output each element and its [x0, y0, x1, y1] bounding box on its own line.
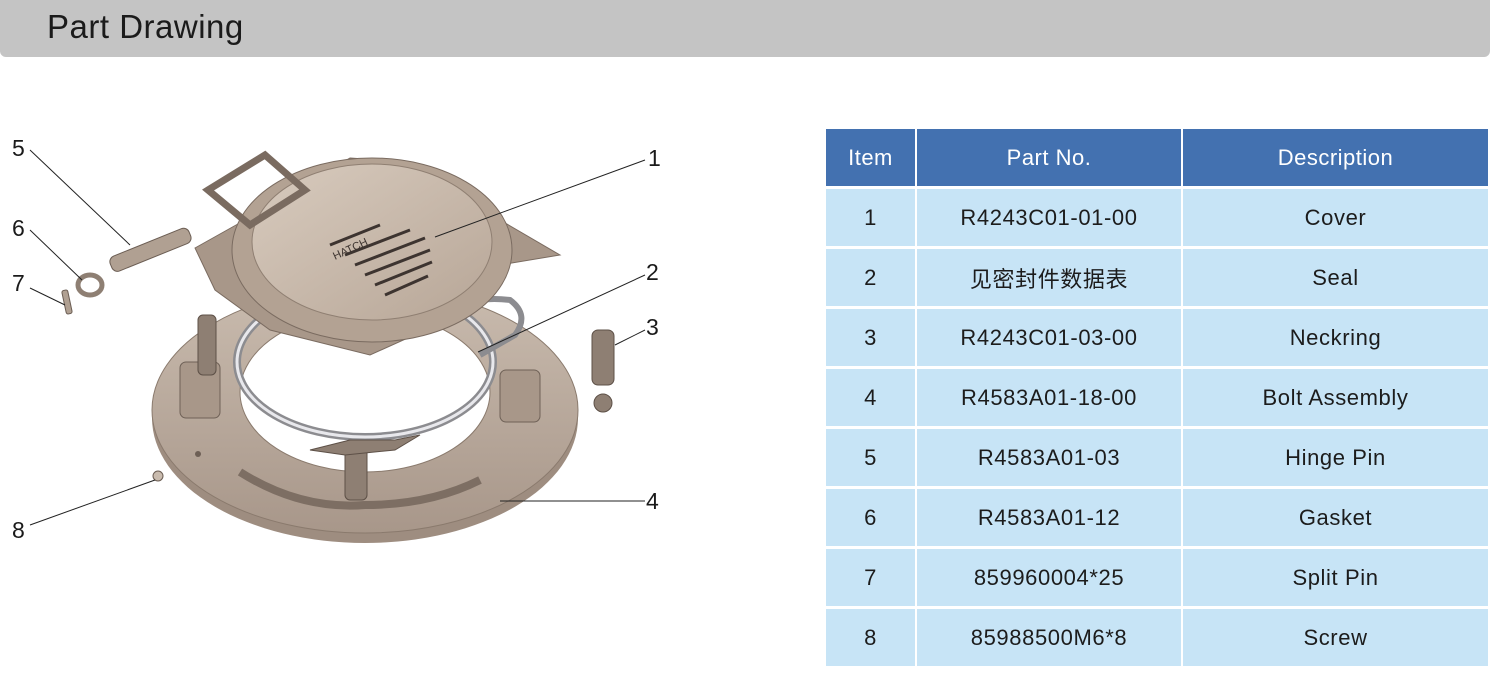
screw — [152, 470, 164, 482]
cell-item: 6 — [826, 489, 915, 546]
cell-part-no: 85988500M6*8 — [917, 609, 1181, 666]
table-row: 6 R4583A01-12 Gasket — [826, 489, 1488, 546]
cell-item: 7 — [826, 549, 915, 606]
header-part-no: Part No. — [917, 129, 1181, 186]
table-header-row: Item Part No. Description — [826, 129, 1488, 186]
callout-5: 5 — [12, 135, 25, 161]
section-title: Part Drawing — [47, 8, 244, 45]
callout-4: 4 — [646, 488, 659, 514]
neckring — [179, 361, 541, 510]
cover-grating — [329, 223, 433, 297]
callout-3: 3 — [646, 314, 659, 340]
gasket — [75, 272, 105, 298]
table-row: 3 R4243C01-03-00 Neckring — [826, 309, 1488, 366]
header-description: Description — [1183, 129, 1488, 186]
cell-item: 1 — [826, 189, 915, 246]
callout-8: 8 — [12, 517, 25, 543]
cell-part-no: R4243C01-01-00 — [917, 189, 1181, 246]
cell-description: Gasket — [1183, 489, 1488, 546]
leader-lines — [29, 149, 646, 526]
cell-part-no: R4583A01-03 — [917, 429, 1181, 486]
cell-item: 4 — [826, 369, 915, 426]
cell-part-no: 见密封件数据表 — [917, 249, 1181, 306]
table-row: 2 见密封件数据表 Seal — [826, 249, 1488, 306]
cell-description: Hinge Pin — [1183, 429, 1488, 486]
callout-7: 7 — [12, 270, 25, 296]
table-row: 4 R4583A01-18-00 Bolt Assembly — [826, 369, 1488, 426]
cell-description: Bolt Assembly — [1183, 369, 1488, 426]
cell-item: 2 — [826, 249, 915, 306]
header-item: Item — [826, 129, 915, 186]
part-drawing: HATCH 1 2 3 4 5 6 7 8 — [12, 135, 661, 543]
cell-description: Seal — [1183, 249, 1488, 306]
cell-part-no: R4583A01-12 — [917, 489, 1181, 546]
cover: HATCH — [194, 150, 562, 356]
cell-part-no: R4243C01-03-00 — [917, 309, 1181, 366]
parts-table: Item Part No. Description 1 R4243C01-01-… — [824, 126, 1490, 669]
cell-description: Split Pin — [1183, 549, 1488, 606]
cell-part-no: 859960004*25 — [917, 549, 1181, 606]
callout-6: 6 — [12, 215, 25, 241]
table-row: 5 R4583A01-03 Hinge Pin — [826, 429, 1488, 486]
cell-description: Screw — [1183, 609, 1488, 666]
table-row: 7 859960004*25 Split Pin — [826, 549, 1488, 606]
table-row: 8 85988500M6*8 Screw — [826, 609, 1488, 666]
callout-1: 1 — [648, 145, 661, 171]
cell-description: Neckring — [1183, 309, 1488, 366]
cell-part-no: R4583A01-18-00 — [917, 369, 1181, 426]
cell-item: 3 — [826, 309, 915, 366]
bolt-assembly — [197, 314, 615, 501]
cell-item: 5 — [826, 429, 915, 486]
cell-description: Cover — [1183, 189, 1488, 246]
split-pin — [61, 289, 73, 315]
callout-2: 2 — [646, 259, 659, 285]
table-row: 1 R4243C01-01-00 Cover — [826, 189, 1488, 246]
cell-item: 8 — [826, 609, 915, 666]
section-header-bar: Part Drawing — [0, 0, 1490, 57]
hinge-pin — [109, 227, 192, 272]
